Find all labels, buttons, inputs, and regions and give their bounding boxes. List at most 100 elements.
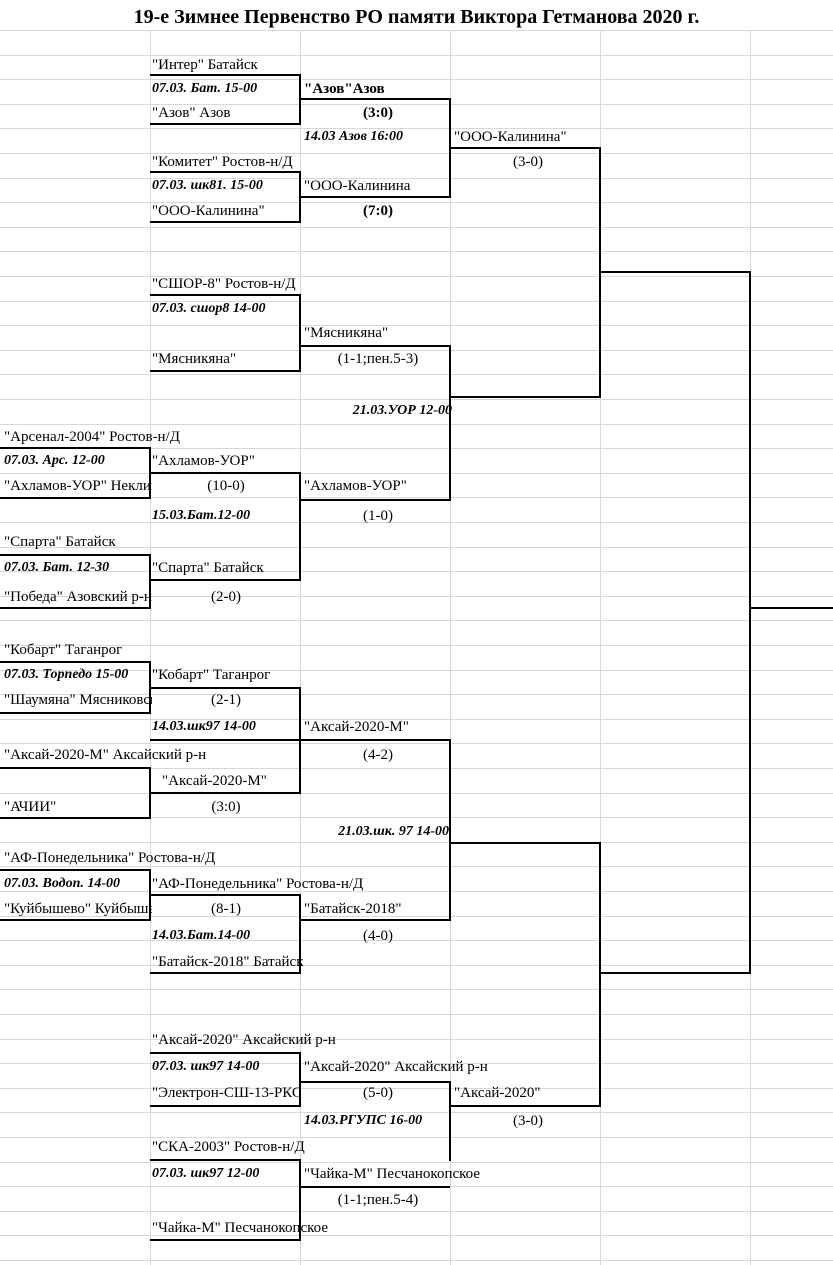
team-cell[interactable]: "Кобарт" Таганрог	[152, 667, 271, 683]
score-cell[interactable]: (2-0)	[211, 589, 241, 605]
bracket-line	[150, 294, 300, 296]
match-schedule-cell[interactable]: 14.03 Азов 16:00	[304, 129, 404, 144]
score-cell[interactable]: (10-0)	[207, 478, 245, 494]
bracket-line	[450, 1105, 600, 1107]
bracket-line	[600, 972, 750, 974]
grid-row-line	[0, 940, 833, 941]
match-schedule-cell[interactable]: 07.03. Арс. 12-00	[4, 453, 105, 468]
match-schedule-cell[interactable]: 07.03. сшор8 14-00	[152, 301, 266, 316]
bracket-line	[299, 1052, 301, 1107]
score-cell[interactable]: (2-1)	[211, 692, 241, 708]
bracket-line	[300, 499, 450, 501]
team-cell[interactable]: "Комитет" Ростов-н/Д	[152, 154, 293, 170]
team-cell[interactable]: "Азов"Азов	[304, 81, 385, 97]
team-cell[interactable]: "Арсенал-2004" Ростов-н/Д	[4, 429, 180, 445]
match-schedule-cell[interactable]: 14.03.РГУПС 16-00	[304, 1113, 423, 1128]
bracket-line	[150, 370, 300, 372]
team-cell[interactable]: "Спарта" Батайск	[152, 560, 264, 576]
grid-row-line	[0, 128, 833, 129]
score-cell[interactable]: (1-1;пен.5-4)	[337, 1192, 419, 1208]
team-cell[interactable]: "Ахламов-УОР" Неклиновский	[4, 478, 152, 494]
bracket-line	[299, 894, 301, 974]
team-cell[interactable]: "Мясникяна"	[152, 351, 237, 367]
team-cell[interactable]: "Аксай-2020" Аксайский р-н	[152, 1032, 336, 1048]
team-cell[interactable]: "Интер" Батайск	[152, 57, 258, 73]
grid-row-line	[0, 473, 833, 474]
match-schedule-cell[interactable]: 07.03. шк97 14-00	[152, 1059, 260, 1074]
grid-row-line	[0, 448, 833, 449]
bracket-line	[150, 1052, 300, 1054]
score-cell[interactable]: (1-0)	[363, 508, 393, 524]
team-cell[interactable]: "Батайск-2018"	[304, 901, 402, 917]
team-cell[interactable]: "Победа" Азовский р-н	[4, 589, 152, 605]
bracket-line	[0, 712, 150, 714]
score-cell[interactable]: (3-0)	[513, 1113, 543, 1129]
bracket-line	[749, 271, 751, 974]
team-cell[interactable]: "Куйбышево" Куйбышевский	[4, 901, 152, 917]
grid-row-line	[0, 1039, 833, 1040]
team-cell[interactable]: "Ахламов-УОР"	[304, 478, 407, 494]
match-schedule-cell[interactable]: 07.03. шк97 12-00	[152, 1166, 260, 1181]
score-cell[interactable]: (8-1)	[211, 901, 241, 917]
score-cell[interactable]: (4-2)	[363, 747, 393, 763]
grid-row-line	[0, 793, 833, 794]
team-cell[interactable]: "Ахламов-УОР"	[152, 453, 255, 469]
grid-row-line	[0, 276, 833, 277]
bracket-line	[449, 739, 451, 921]
score-cell[interactable]: (4-0)	[363, 928, 393, 944]
team-cell[interactable]: "ООО-Калинина	[304, 178, 411, 194]
team-cell[interactable]: "Чайка-М" Песчанокопское	[152, 1220, 329, 1236]
team-cell[interactable]: "ООО-Калинина"	[454, 129, 567, 145]
bracket-line	[149, 869, 151, 921]
team-cell[interactable]: "Аксай-2020-М"	[162, 773, 267, 789]
bracket-line	[299, 171, 301, 223]
grid-row-line	[0, 645, 833, 646]
bracket-line	[150, 687, 300, 689]
match-schedule-cell[interactable]: 07.03. Водоп. 14-00	[4, 876, 121, 891]
score-cell[interactable]: (1-1;пен.5-3)	[337, 351, 419, 367]
team-cell[interactable]: "АЧИИ"	[4, 799, 57, 815]
team-cell[interactable]: "ООО-Калинина"	[152, 203, 265, 219]
team-cell[interactable]: "Спарта" Батайск	[4, 534, 116, 550]
grid-row-line	[0, 547, 833, 548]
team-cell[interactable]: "Электрон-СШ-13-РКС"	[152, 1085, 302, 1101]
match-schedule-cell[interactable]: 07.03. шк81. 15-00	[152, 178, 263, 193]
team-cell[interactable]: "Мясникяна"	[304, 325, 389, 341]
bracket-line	[150, 1239, 300, 1241]
team-cell[interactable]: "АФ-Понедельника" Ростова-н/Д	[152, 876, 364, 892]
team-cell[interactable]: "Шаумяна" Мясниковский	[4, 692, 152, 708]
bracket-line	[150, 894, 300, 896]
team-cell[interactable]: "СКА-2003" Ростов-н/Д	[152, 1139, 305, 1155]
team-cell[interactable]: "Аксай-2020" Аксайский р-н	[304, 1059, 488, 1075]
team-cell[interactable]: "Кобарт" Таганрог	[4, 642, 123, 658]
team-cell[interactable]: "Аксай-2020-М" Аксайский р-н	[4, 747, 207, 763]
team-cell[interactable]: "СШОР-8" Ростов-н/Д	[152, 276, 296, 292]
bracket-line	[450, 147, 600, 149]
match-schedule-cell[interactable]: 14.03.Бат.14-00	[152, 928, 251, 943]
grid-row-line	[0, 916, 833, 917]
match-schedule-cell[interactable]: 07.03. Торпедо 15-00	[4, 667, 129, 682]
match-schedule-cell[interactable]: 14.03.шк97 14-00	[152, 719, 256, 734]
bracket-line	[150, 739, 300, 741]
match-schedule-cell[interactable]: 15.03.Бат.12-00	[152, 508, 251, 523]
match-schedule-cell[interactable]: 07.03. Бат. 12-30	[4, 560, 110, 575]
bracket-line	[300, 919, 450, 921]
grid-row-line	[0, 891, 833, 892]
team-cell[interactable]: "Батайск-2018" Батайск	[152, 954, 304, 970]
team-cell[interactable]: "Аксай-2020"	[454, 1085, 541, 1101]
match-schedule-cell[interactable]: 07.03. Бат. 15-00	[152, 81, 258, 96]
score-cell[interactable]: (3-0)	[513, 154, 543, 170]
grid-column-line	[450, 30, 451, 1265]
score-cell[interactable]: (3:0)	[363, 105, 393, 121]
match-schedule-cell[interactable]: 21.03.УОР 12-00	[352, 403, 452, 418]
score-cell[interactable]: (7:0)	[363, 203, 393, 219]
score-cell[interactable]: (5-0)	[363, 1085, 393, 1101]
team-cell[interactable]: "Азов" Азов	[152, 105, 231, 121]
match-schedule-cell[interactable]: 21.03.шк. 97 14-00	[338, 824, 449, 839]
score-cell[interactable]: (3:0)	[211, 799, 241, 815]
team-cell[interactable]: "АФ-Понедельника" Ростова-н/Д	[4, 850, 216, 866]
grid-row-line	[0, 251, 833, 252]
team-cell[interactable]: "Чайка-М" Песчанокопское	[304, 1166, 481, 1182]
team-cell[interactable]: "Аксай-2020-М"	[304, 719, 409, 735]
bracket-line	[0, 919, 150, 921]
